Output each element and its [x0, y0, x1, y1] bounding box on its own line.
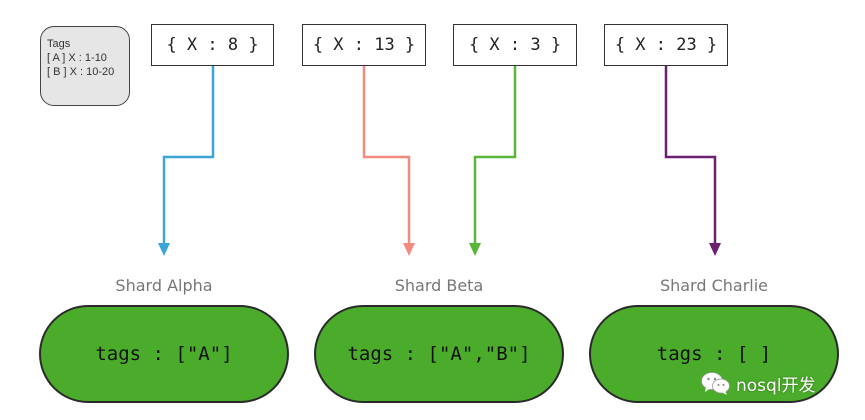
watermark: nosql开发 [700, 368, 816, 398]
shard-beta: tags : ["A","B"] [314, 305, 564, 403]
shard-beta-label: Shard Beta [394, 276, 484, 295]
document-x-3: { X : 3 } [453, 24, 577, 66]
document-x-23: { X : 23 } [604, 24, 728, 66]
shard-alpha-label: Shard Alpha [115, 276, 213, 295]
arrow-doc-13-to-beta [362, 66, 411, 243]
tag-legend: Tags [ A ] X : 1-10 [ B ] X : 10-20 [40, 26, 130, 106]
watermark-text: nosql开发 [736, 375, 816, 396]
arrow-doc-23-to-charlie [664, 66, 717, 243]
arrowhead-beta-right [403, 243, 415, 256]
legend-title: Tags [47, 38, 71, 50]
arrowhead-beta-left [469, 243, 481, 256]
arrowhead-alpha [158, 243, 170, 256]
arrow-doc-8-to-alpha [162, 66, 215, 243]
arrowhead-charlie [709, 243, 721, 256]
wechat-icon [701, 372, 730, 395]
arrow-doc-3-to-beta [473, 66, 517, 243]
shard-alpha: tags : ["A"] [39, 305, 289, 403]
document-x-13: { X : 13 } [302, 24, 426, 66]
legend-line-b: [ B ] X : 10-20 [47, 66, 115, 78]
document-x-8: { X : 8 } [151, 24, 274, 66]
legend-line-a: [ A ] X : 1-10 [47, 52, 107, 64]
shard-charlie-label: Shard Charlie [659, 276, 769, 295]
